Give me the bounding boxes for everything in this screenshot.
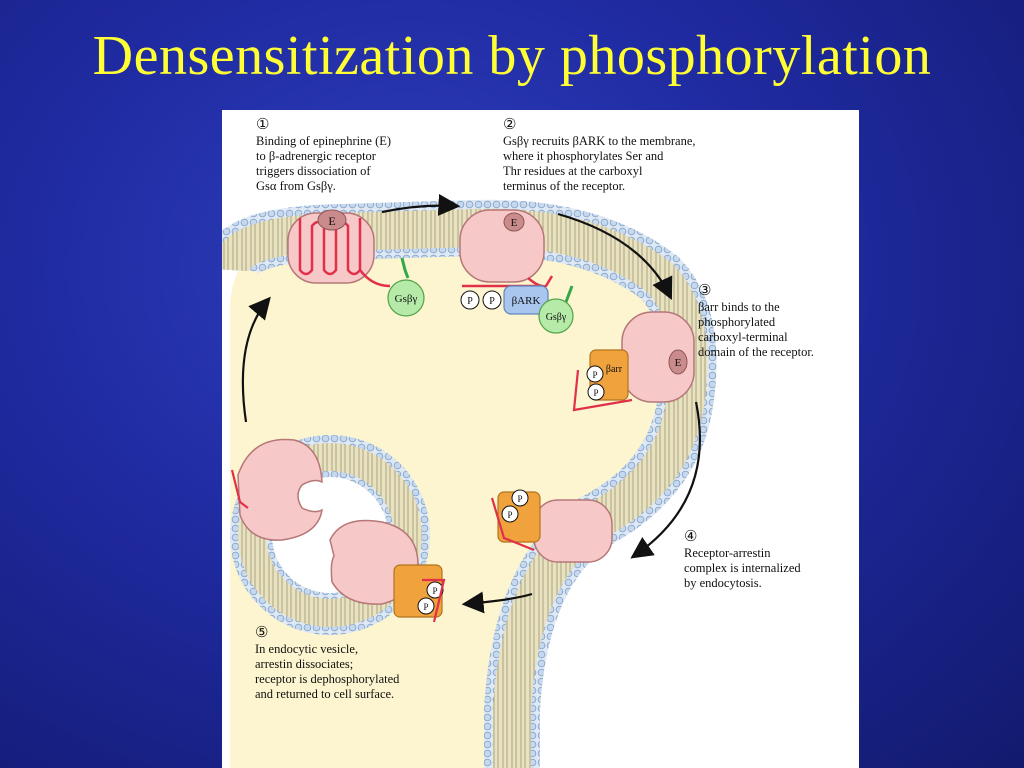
arrow-step4-to-step5 bbox=[461, 591, 533, 614]
gbg-label-2: Gsβγ bbox=[546, 312, 567, 323]
phospho-label: P bbox=[467, 296, 473, 307]
vesicle-receptor-arrestin: P P bbox=[329, 519, 446, 623]
barr-label: βarr bbox=[606, 364, 623, 375]
receptor-step2: E P P βARK Gsβγ bbox=[459, 209, 574, 334]
gbg-label-1: Gsβγ bbox=[395, 293, 418, 305]
gbg-step1: Gsβγ bbox=[387, 257, 425, 317]
vesicle-receptor-free bbox=[230, 438, 323, 541]
step1-caption: ① Binding of epinephrine (E) to β-adrene… bbox=[256, 117, 392, 193]
bark-label: βARK bbox=[512, 295, 541, 307]
pathway-diagram: E Gsβγ E P P βARK Gsβγ bbox=[222, 194, 717, 768]
phospho-label: P bbox=[423, 602, 428, 612]
receptor-step3: E βarr P P bbox=[572, 311, 695, 412]
arrow-step1-to-step2 bbox=[381, 194, 461, 217]
arrow-step3-to-step4 bbox=[630, 401, 701, 559]
phospho-label: P bbox=[592, 370, 597, 380]
step2-caption: ② Gsβγ recruits βARK to the membrane, wh… bbox=[503, 117, 696, 193]
slide-title: Densensitization by phosphorylation bbox=[92, 25, 932, 87]
step5-caption: ⑤ In endocytic vesicle, arrestin dissoci… bbox=[255, 625, 400, 701]
cycle-arrows bbox=[241, 194, 701, 614]
phospho-label: P bbox=[432, 586, 437, 596]
ligand-label: E bbox=[328, 214, 335, 228]
phospho-label: P bbox=[517, 494, 522, 504]
step4-caption: ④ Receptor-arrestin complex is internali… bbox=[684, 529, 801, 590]
phospho-label: P bbox=[507, 510, 512, 520]
ligand-label-2: E bbox=[511, 217, 518, 229]
step3-caption: ③ βarr binds to the phosphorylated carbo… bbox=[698, 283, 814, 359]
ligand-label-3: E bbox=[675, 357, 682, 369]
phospho-label: P bbox=[489, 296, 495, 307]
arrow-step5-to-step1 bbox=[241, 296, 271, 423]
receptor-step1: E bbox=[287, 209, 391, 288]
desensitization-figure: E Gsβγ E P P βARK Gsβγ bbox=[222, 110, 859, 768]
phospho-label: P bbox=[593, 388, 598, 398]
receptor-step4: P P bbox=[490, 489, 613, 563]
arrow-step2-to-step3 bbox=[557, 212, 673, 300]
